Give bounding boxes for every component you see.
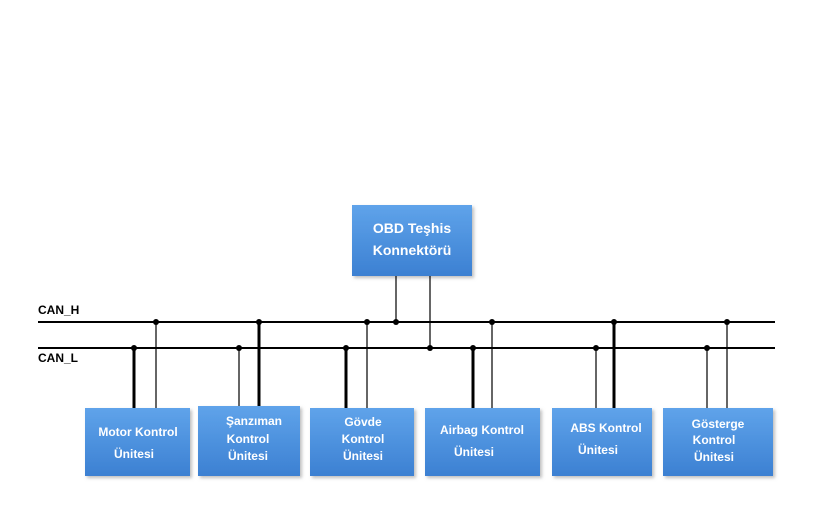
unit-sanziman-line-1: Şanzıman	[226, 414, 282, 428]
unit-gosterge-line-1: Gösterge	[692, 417, 745, 431]
unit-abs-line-1: ABS Kontrol	[570, 421, 641, 435]
obd-connector: OBD Teşhis Konnektörü	[352, 205, 472, 276]
unit-gosterge-line-2: Kontrol	[693, 433, 736, 447]
unit-sanziman-line-3: Ünitesi	[228, 448, 268, 463]
unit-airbag-line-2: Ünitesi	[454, 444, 494, 459]
junction-sanziman-h	[256, 319, 262, 325]
junction-govde-h	[364, 319, 370, 325]
unit-airbag: Airbag Kontrol Ünitesi	[425, 408, 540, 476]
junction-gosterge-h	[724, 319, 730, 325]
junction-airbag-h	[489, 319, 495, 325]
unit-gosterge: Gösterge Kontrol Ünitesi	[663, 408, 773, 476]
unit-gosterge-line-3: Ünitesi	[694, 449, 734, 464]
junction-govde-l	[343, 345, 349, 351]
can-h-label: CAN_H	[38, 303, 79, 317]
unit-govde-line-2: Kontrol	[342, 432, 385, 446]
unit-govde-line-1: Gövde	[344, 415, 382, 429]
junction-obd-h	[393, 319, 399, 325]
junction-gosterge-l	[704, 345, 710, 351]
unit-motor: Motor Kontrol Ünitesi	[85, 408, 190, 476]
unit-govde-line-3: Ünitesi	[343, 448, 383, 463]
unit-motor-line-2: Ünitesi	[114, 446, 154, 461]
junction-airbag-l	[470, 345, 476, 351]
unit-abs-line-2: Ünitesi	[578, 442, 618, 457]
junction-motor-l	[131, 345, 137, 351]
unit-govde: Gövde Kontrol Ünitesi	[310, 408, 414, 476]
junction-obd-l	[427, 345, 433, 351]
junction-abs-h	[611, 319, 617, 325]
junction-sanziman-l	[236, 345, 242, 351]
unit-abs: ABS Kontrol Ünitesi	[552, 408, 652, 476]
can-l-label: CAN_L	[38, 351, 78, 365]
junction-motor-h	[153, 319, 159, 325]
unit-motor-line-1: Motor Kontrol	[98, 425, 177, 439]
unit-sanziman: Şanzıman Kontrol Ünitesi	[198, 406, 300, 476]
obd-connector-line-1: OBD Teşhis	[373, 220, 452, 236]
unit-sanziman-line-2: Kontrol	[227, 432, 270, 446]
junction-abs-l	[593, 345, 599, 351]
obd-connector-line-2: Konnektörü	[373, 242, 452, 258]
unit-airbag-line-1: Airbag Kontrol	[440, 423, 524, 437]
